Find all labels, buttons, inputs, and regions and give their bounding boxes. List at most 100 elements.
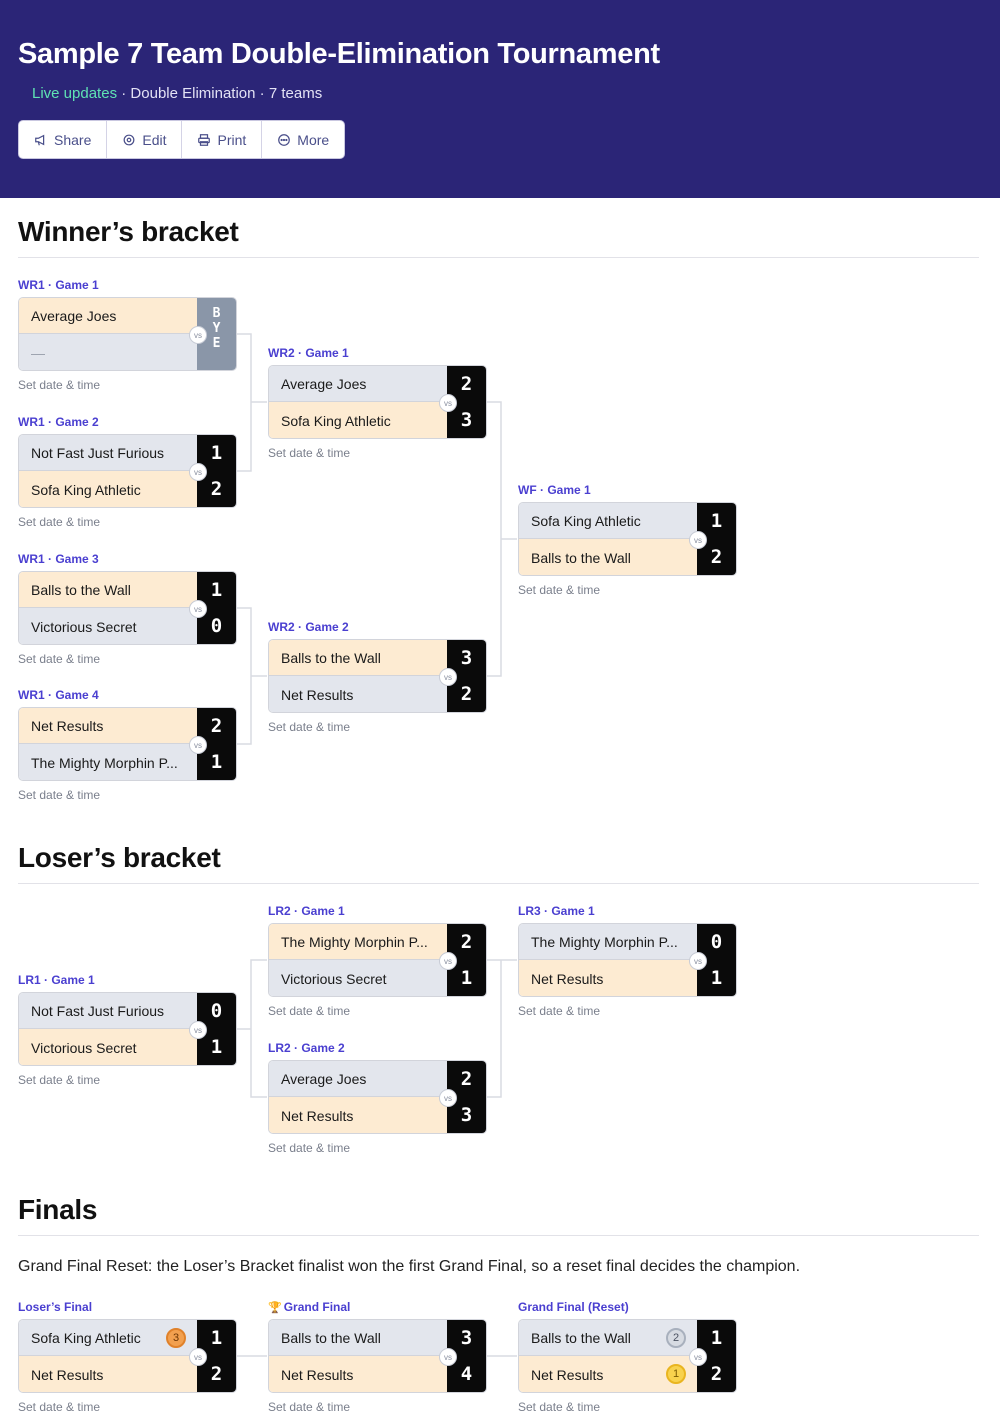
- score: 2: [210, 478, 223, 500]
- team-row[interactable]: Victorious Secret: [19, 608, 199, 644]
- set-date-link[interactable]: Set date & time: [18, 378, 101, 392]
- score: 1: [710, 967, 723, 989]
- game-label: WR1 · Game 1: [18, 278, 99, 292]
- gold-medal-icon: 1: [666, 1364, 686, 1384]
- team-row[interactable]: Sofa King Athletic: [269, 402, 449, 438]
- score-column: 2 3: [447, 1061, 486, 1133]
- game-label: WR1 · Game 2: [18, 415, 99, 429]
- divider: [18, 257, 979, 258]
- set-date-link[interactable]: Set date & time: [18, 1400, 101, 1414]
- team-row[interactable]: Net Results: [269, 1356, 449, 1392]
- match-card[interactable]: Average Joes Sofa King Athletic 2 3 vs: [268, 365, 487, 439]
- set-date-link[interactable]: Set date & time: [18, 515, 101, 529]
- team-row[interactable]: Average Joes: [269, 366, 449, 402]
- team-row[interactable]: The Mighty Morphin P...: [519, 924, 699, 960]
- set-date-link[interactable]: Set date & time: [268, 1004, 351, 1018]
- match-card[interactable]: Not Fast Just Furious Victorious Secret …: [18, 992, 237, 1066]
- share-button[interactable]: Share: [19, 121, 108, 158]
- vs-badge: vs: [189, 1348, 207, 1366]
- finals-title: Finals: [18, 1194, 98, 1225]
- score: 2: [460, 1068, 473, 1090]
- match-card[interactable]: Balls to the Wall Net Results 3 2 vs: [268, 639, 487, 713]
- set-date-link[interactable]: Set date & time: [268, 720, 351, 734]
- team-row[interactable]: Net Results: [19, 1356, 199, 1392]
- vs-badge: vs: [189, 600, 207, 618]
- team-row[interactable]: Balls to the Wall: [269, 640, 449, 676]
- set-date-link[interactable]: Set date & time: [518, 1400, 601, 1414]
- team-row[interactable]: Balls to the Wall: [519, 539, 699, 575]
- set-date-link[interactable]: Set date & time: [268, 446, 351, 460]
- game-wr1-g2: WR1 · Game 2 Not Fast Just Furious Sofa …: [18, 414, 237, 529]
- winners-bracket-title: Winner’s bracket: [18, 216, 239, 247]
- team-row[interactable]: Victorious Secret: [19, 1029, 199, 1065]
- team-row[interactable]: Net Results: [19, 708, 199, 744]
- match-card[interactable]: Sofa King Athletic Balls to the Wall 1 2…: [518, 502, 737, 576]
- team-row[interactable]: The Mighty Morphin P...: [19, 744, 199, 780]
- team-row[interactable]: Average Joes: [19, 298, 199, 334]
- set-date-link[interactable]: Set date & time: [268, 1141, 351, 1155]
- team-row[interactable]: Balls to the Wall: [19, 572, 199, 608]
- match-card[interactable]: Net Results The Mighty Morphin P... 2 1 …: [18, 707, 237, 781]
- vs-badge: vs: [189, 463, 207, 481]
- match-card[interactable]: Average Joes Net Results 2 3 vs: [268, 1060, 487, 1134]
- match-card[interactable]: Sofa King Athletic 3 Net Results 1 2 vs: [18, 1319, 237, 1393]
- team-row[interactable]: Average Joes: [269, 1061, 449, 1097]
- print-button[interactable]: Print: [182, 121, 263, 158]
- match-card[interactable]: Not Fast Just Furious Sofa King Athletic…: [18, 434, 237, 508]
- score: 3: [460, 647, 473, 669]
- losers-bracket-title: Loser’s bracket: [18, 842, 221, 873]
- game-wr1-g4: WR1 · Game 4 Net Results The Mighty Morp…: [18, 687, 237, 802]
- live-updates-link[interactable]: Live updates: [32, 85, 118, 102]
- game-label: LR2 · Game 2: [268, 1041, 345, 1055]
- score: 0: [210, 615, 223, 637]
- vs-badge: vs: [439, 394, 457, 412]
- edit-button[interactable]: Edit: [107, 121, 183, 158]
- score: 1: [710, 1327, 723, 1349]
- team-row[interactable]: Victorious Secret: [269, 960, 449, 996]
- vs-badge: vs: [189, 736, 207, 754]
- game-label: 🏆Grand Final: [268, 1300, 351, 1314]
- score: 1: [210, 442, 223, 464]
- score: 1: [210, 579, 223, 601]
- set-date-link[interactable]: Set date & time: [518, 583, 601, 597]
- match-card[interactable]: The Mighty Morphin P... Net Results 0 1 …: [518, 923, 737, 997]
- set-date-link[interactable]: Set date & time: [18, 652, 101, 666]
- set-date-link[interactable]: Set date & time: [18, 788, 101, 802]
- team-row[interactable]: Sofa King Athletic: [519, 503, 699, 539]
- team-row[interactable]: Not Fast Just Furious: [19, 435, 199, 471]
- game-losers-final: Loser’s Final Sofa King Athletic 3 Net R…: [18, 1299, 237, 1414]
- more-button[interactable]: More: [262, 121, 344, 158]
- team-row[interactable]: Balls to the Wall: [269, 1320, 449, 1356]
- set-date-link[interactable]: Set date & time: [268, 1400, 351, 1414]
- team-row[interactable]: Net Results: [519, 960, 699, 996]
- game-grand-final: 🏆Grand Final Balls to the Wall Net Resul…: [268, 1299, 487, 1414]
- team-row[interactable]: Net Results: [269, 676, 449, 712]
- match-card[interactable]: Balls to the Wall 2 Net Results 1 1 2 vs: [518, 1319, 737, 1393]
- game-wr1-g3: WR1 · Game 3 Balls to the Wall Victoriou…: [18, 551, 237, 666]
- team-row[interactable]: Sofa King Athletic: [19, 471, 199, 507]
- vs-badge: vs: [439, 1348, 457, 1366]
- page-header: Sample 7 Team Double-Elimination Tournam…: [0, 0, 1000, 198]
- set-date-link[interactable]: Set date & time: [518, 1004, 601, 1018]
- vs-badge: vs: [439, 952, 457, 970]
- finals-note: Grand Final Reset: the Loser’s Bracket f…: [18, 1258, 801, 1275]
- team-row[interactable]: Net Results: [269, 1097, 449, 1133]
- score: 1: [460, 967, 473, 989]
- silver-medal-icon: 2: [666, 1328, 686, 1348]
- game-grand-final-reset: Grand Final (Reset) Balls to the Wall 2 …: [518, 1299, 737, 1414]
- team-row[interactable]: Balls to the Wall: [519, 1320, 699, 1356]
- score: 2: [460, 683, 473, 705]
- team-row[interactable]: The Mighty Morphin P...: [269, 924, 449, 960]
- format-label: Double Elimination: [130, 85, 256, 102]
- gear-icon: [123, 134, 135, 145]
- set-date-link[interactable]: Set date & time: [18, 1073, 101, 1087]
- game-wr2-g2: WR2 · Game 2 Balls to the Wall Net Resul…: [268, 619, 487, 734]
- divider: [18, 1235, 979, 1236]
- match-card[interactable]: Balls to the Wall Victorious Secret 1 0 …: [18, 571, 237, 645]
- game-label: LR1 · Game 1: [18, 973, 95, 987]
- match-card[interactable]: The Mighty Morphin P... Victorious Secre…: [268, 923, 487, 997]
- match-card[interactable]: Balls to the Wall Net Results 3 4 vs: [268, 1319, 487, 1393]
- team-row[interactable]: Not Fast Just Furious: [19, 993, 199, 1029]
